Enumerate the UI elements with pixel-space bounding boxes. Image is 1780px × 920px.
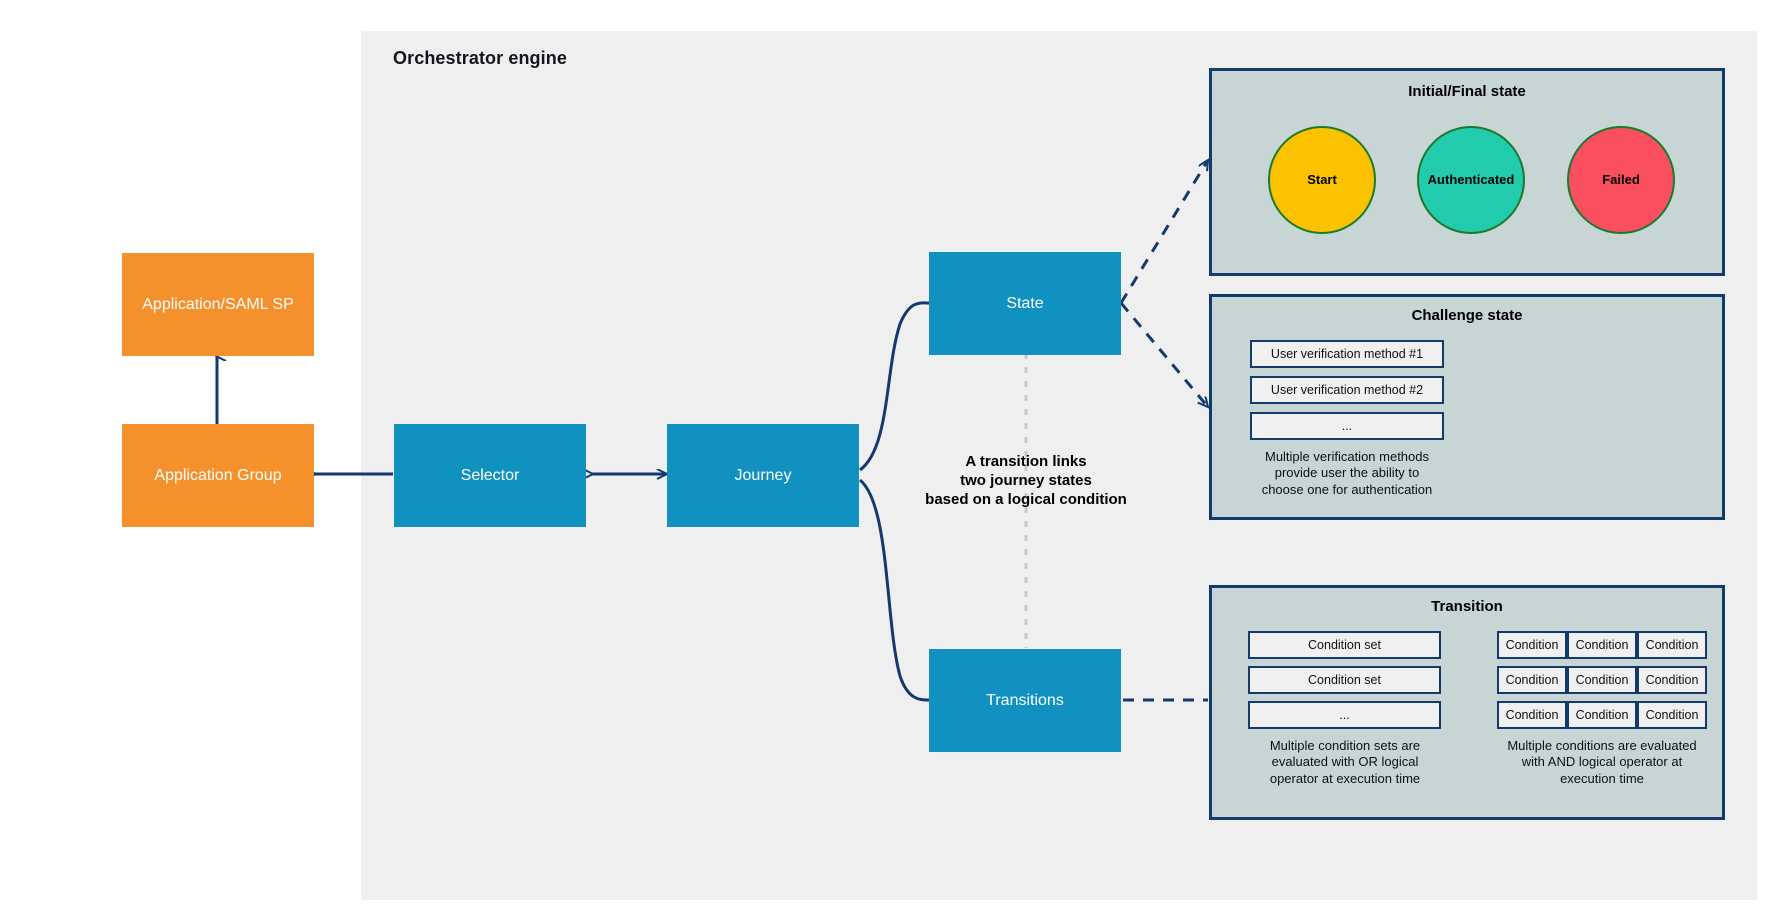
condition-cell[interactable]: Condition <box>1497 631 1567 659</box>
node-journey[interactable]: Journey <box>667 424 859 527</box>
node-application-group-label: Application Group <box>154 466 282 484</box>
condition-set-item[interactable]: Condition set <box>1248 666 1441 694</box>
verification-method-item[interactable]: User verification method #1 <box>1250 340 1444 368</box>
condition-cell[interactable]: Condition <box>1637 701 1707 729</box>
condition-cell[interactable]: Condition <box>1637 631 1707 659</box>
state-circle-failed-label: Failed <box>1602 171 1640 187</box>
condition-cell-label: Condition <box>1645 708 1699 722</box>
condition-cell-label: Condition <box>1505 708 1559 722</box>
node-application-saml-sp[interactable]: Application/SAML SP <box>122 253 314 356</box>
condition-set-label: ... <box>1339 708 1350 722</box>
state-circle-start[interactable]: Start <box>1268 126 1376 234</box>
condition-cell-label: Condition <box>1575 708 1629 722</box>
condition-cell-label: Condition <box>1645 638 1699 652</box>
panel-challenge-state: Challenge state User verification method… <box>1209 294 1725 520</box>
node-application-saml-sp-label: Application/SAML SP <box>142 295 294 313</box>
node-transitions[interactable]: Transitions <box>929 649 1121 752</box>
node-selector[interactable]: Selector <box>394 424 586 527</box>
condition-cell-label: Condition <box>1575 638 1629 652</box>
verification-method-item[interactable]: User verification method #2 <box>1250 376 1444 404</box>
transition-caption-left: Multiple condition sets are evaluated wi… <box>1269 738 1421 786</box>
verification-method-item[interactable]: ... <box>1250 412 1444 440</box>
condition-set-label: Condition set <box>1308 638 1381 652</box>
condition-set-item[interactable]: Condition set <box>1248 631 1441 659</box>
condition-cell[interactable]: Condition <box>1497 666 1567 694</box>
node-state-label: State <box>1006 294 1044 312</box>
node-selector-label: Selector <box>460 466 520 484</box>
panel-initial-final-state: Initial/Final state Start Authenticated … <box>1209 68 1725 276</box>
condition-cell-label: Condition <box>1575 673 1629 687</box>
state-circle-failed[interactable]: Failed <box>1567 126 1675 234</box>
verification-method-label: User verification method #2 <box>1270 383 1424 397</box>
panel-challenge-state-title: Challenge state <box>1411 307 1523 324</box>
node-state[interactable]: State <box>929 252 1121 355</box>
condition-cell[interactable]: Condition <box>1567 666 1637 694</box>
node-journey-label: Journey <box>734 466 792 484</box>
transition-explanation-note: A transition links two journey states ba… <box>925 453 1127 509</box>
condition-cell[interactable]: Condition <box>1497 701 1567 729</box>
state-circle-authenticated-label: Authenticated <box>1427 171 1515 187</box>
condition-set-label: Condition set <box>1308 673 1381 687</box>
panel-transition-title: Transition <box>1431 598 1503 615</box>
state-circle-start-label: Start <box>1307 171 1337 187</box>
condition-cell[interactable]: Condition <box>1637 666 1707 694</box>
condition-cell-label: Condition <box>1645 673 1699 687</box>
condition-cell[interactable]: Condition <box>1567 631 1637 659</box>
node-transitions-label: Transitions <box>986 691 1064 709</box>
panel-transition: Transition Condition set Condition set .… <box>1209 585 1725 820</box>
condition-cell-label: Condition <box>1505 673 1559 687</box>
transition-caption-right: Multiple conditions are evaluated with A… <box>1507 738 1697 786</box>
state-circle-authenticated[interactable]: Authenticated <box>1417 126 1525 234</box>
node-application-group[interactable]: Application Group <box>122 424 314 527</box>
panel-initial-final-state-title: Initial/Final state <box>1408 83 1526 100</box>
condition-cell[interactable]: Condition <box>1567 701 1637 729</box>
challenge-state-caption: Multiple verification methods provide us… <box>1261 449 1433 497</box>
orchestrator-engine-title: Orchestrator engine <box>393 48 567 68</box>
verification-method-label: ... <box>1341 419 1353 433</box>
condition-set-item[interactable]: ... <box>1248 701 1441 729</box>
verification-method-label: User verification method #1 <box>1270 347 1424 361</box>
condition-cell-label: Condition <box>1505 638 1559 652</box>
